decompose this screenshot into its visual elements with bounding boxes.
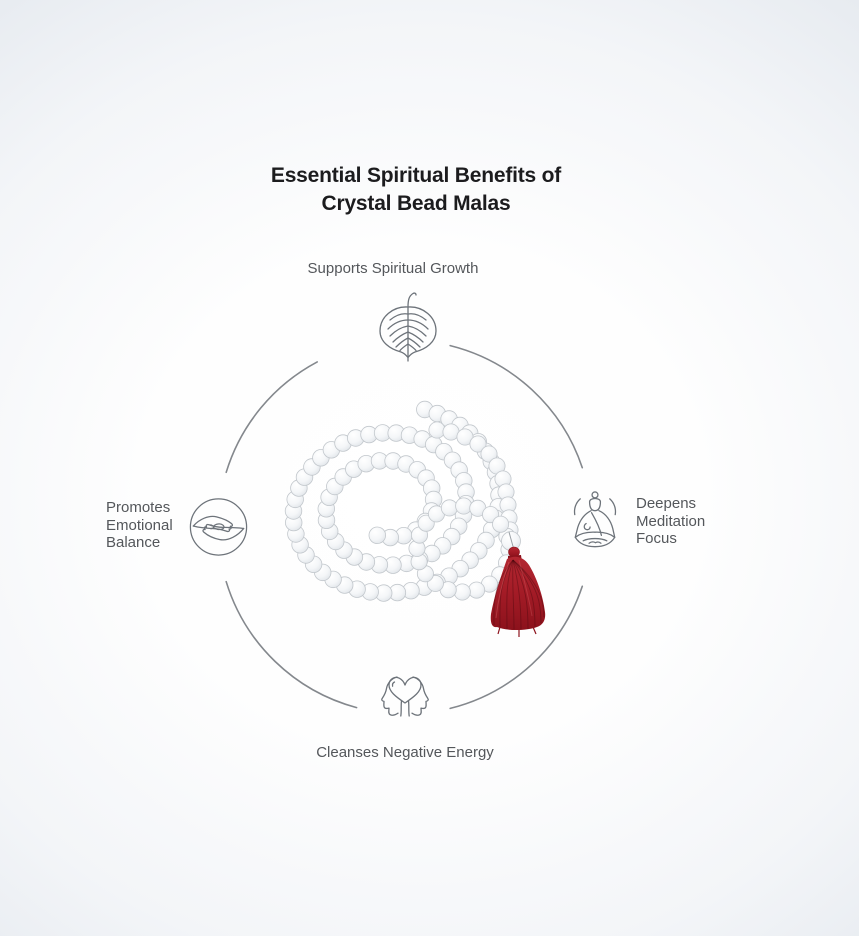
benefit-label-emotional-balance: Promotes Emotional Balance bbox=[106, 499, 196, 552]
page-title-line-2: Crystal Bead Malas bbox=[321, 192, 511, 215]
red-tassel bbox=[490, 531, 546, 637]
benefit-label-negative-energy: Cleanses Negative Energy bbox=[316, 744, 494, 761]
benefit-right-line-3: Focus bbox=[636, 530, 677, 548]
benefit-left-line-1: Promotes bbox=[106, 499, 171, 516]
benefit-right-line-1: Deepens bbox=[636, 495, 697, 512]
crystal-bead-mala bbox=[284, 400, 521, 602]
page-title-line-1: Essential Spiritual Benefits of bbox=[270, 164, 562, 187]
benefit-right-line-2: Meditation bbox=[636, 512, 706, 530]
benefit-label-spiritual-growth: Supports Spiritual Growth bbox=[307, 260, 479, 277]
profiles-heart-icon bbox=[367, 659, 443, 733]
benefit-label-meditation-focus: Deepens Meditation Focus bbox=[636, 495, 746, 548]
benefit-circle bbox=[225, 344, 584, 710]
benefit-left-line-3: Balance bbox=[106, 534, 161, 552]
bodhi-leaf-icon bbox=[373, 286, 443, 362]
benefit-left-line-2: Emotional bbox=[106, 516, 173, 534]
page-title: Essential Spiritual Benefits of Crystal … bbox=[180, 162, 652, 218]
cradling-hands-icon bbox=[187, 496, 250, 558]
meditating-buddha-icon bbox=[562, 488, 628, 561]
